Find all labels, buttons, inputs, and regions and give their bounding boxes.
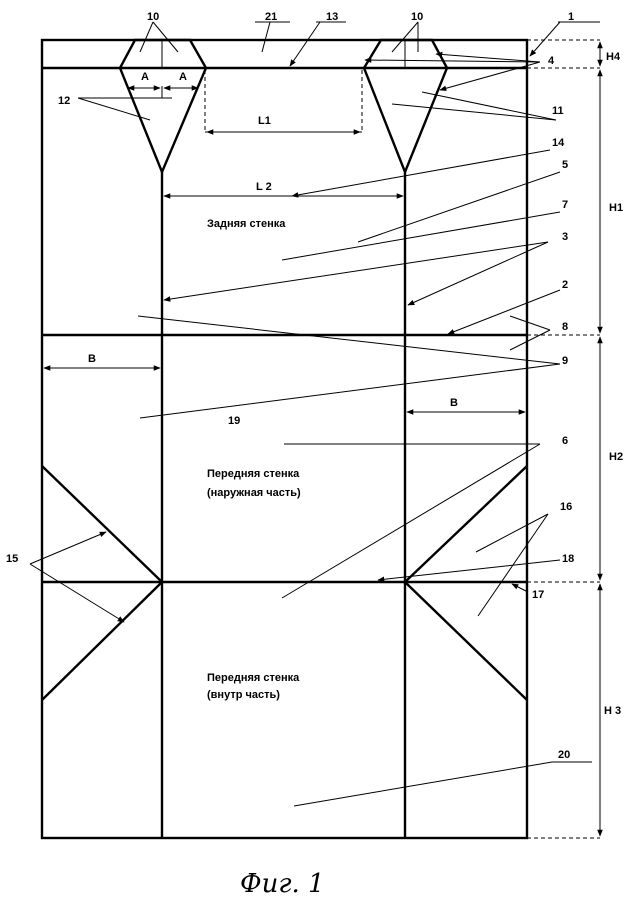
ref-6: 6 xyxy=(562,435,568,447)
ref-19: 19 xyxy=(228,415,240,427)
ref-5: 5 xyxy=(562,159,568,171)
dim-label-a-left: A xyxy=(141,71,149,83)
figure-caption: Фиг. 1 xyxy=(240,869,325,899)
ref-11: 11 xyxy=(552,105,564,117)
dim-label-l1: L1 xyxy=(258,115,271,127)
dim-label-b-left: B xyxy=(88,353,96,365)
left-handle-cutout xyxy=(120,40,206,172)
ref-20: 20 xyxy=(558,749,570,761)
ref-10-right: 10 xyxy=(411,11,423,23)
ref-8: 8 xyxy=(562,321,568,333)
caption-front-inner-2: (внутр часть) xyxy=(207,689,280,701)
dim-label-b-right: B xyxy=(450,397,458,409)
ref-16: 16 xyxy=(560,501,572,513)
dim-label-h1: H1 xyxy=(609,202,623,214)
ref-7: 7 xyxy=(562,199,568,211)
dim-label-a-right: A xyxy=(179,71,187,83)
blank-outline xyxy=(42,40,527,838)
ref-15: 15 xyxy=(6,553,18,565)
caption-front-inner-1: Передняя стенка xyxy=(207,672,300,684)
ref-21: 21 xyxy=(265,11,277,23)
dimension-heights: H4 H1 H2 H 3 xyxy=(527,40,623,838)
ref-1: 1 xyxy=(568,11,574,23)
dim-label-l2: L 2 xyxy=(256,181,272,193)
ref-3: 3 xyxy=(562,231,568,243)
caption-front-outer-1: Передняя стенка xyxy=(207,468,300,480)
reference-numerals: 10 10 21 13 1 4 12 11 14 5 7 3 2 8 9 19 … xyxy=(6,11,574,761)
caption-front-outer-2: (наружная часть) xyxy=(207,487,301,499)
dim-label-h2: H2 xyxy=(609,451,623,463)
ref-4: 4 xyxy=(548,55,555,67)
dim-label-h3: H 3 xyxy=(604,705,621,717)
handle-cutouts xyxy=(120,40,447,172)
ref-2: 2 xyxy=(562,279,568,291)
dimension-b: B B xyxy=(44,353,525,412)
ref-9: 9 xyxy=(562,355,568,367)
ref-13: 13 xyxy=(326,11,338,23)
dimension-l1: L1 xyxy=(205,70,362,132)
ref-18: 18 xyxy=(562,553,574,565)
ref-12: 12 xyxy=(58,95,70,107)
dimension-l2: L 2 xyxy=(164,181,403,196)
ref-10-left: 10 xyxy=(147,11,159,23)
dim-label-h4: H4 xyxy=(606,51,621,63)
ref-14: 14 xyxy=(552,137,565,149)
ref-17: 17 xyxy=(532,589,544,601)
caption-back-wall: Задняя стенка xyxy=(207,218,286,230)
dimension-a: A A xyxy=(128,71,198,98)
